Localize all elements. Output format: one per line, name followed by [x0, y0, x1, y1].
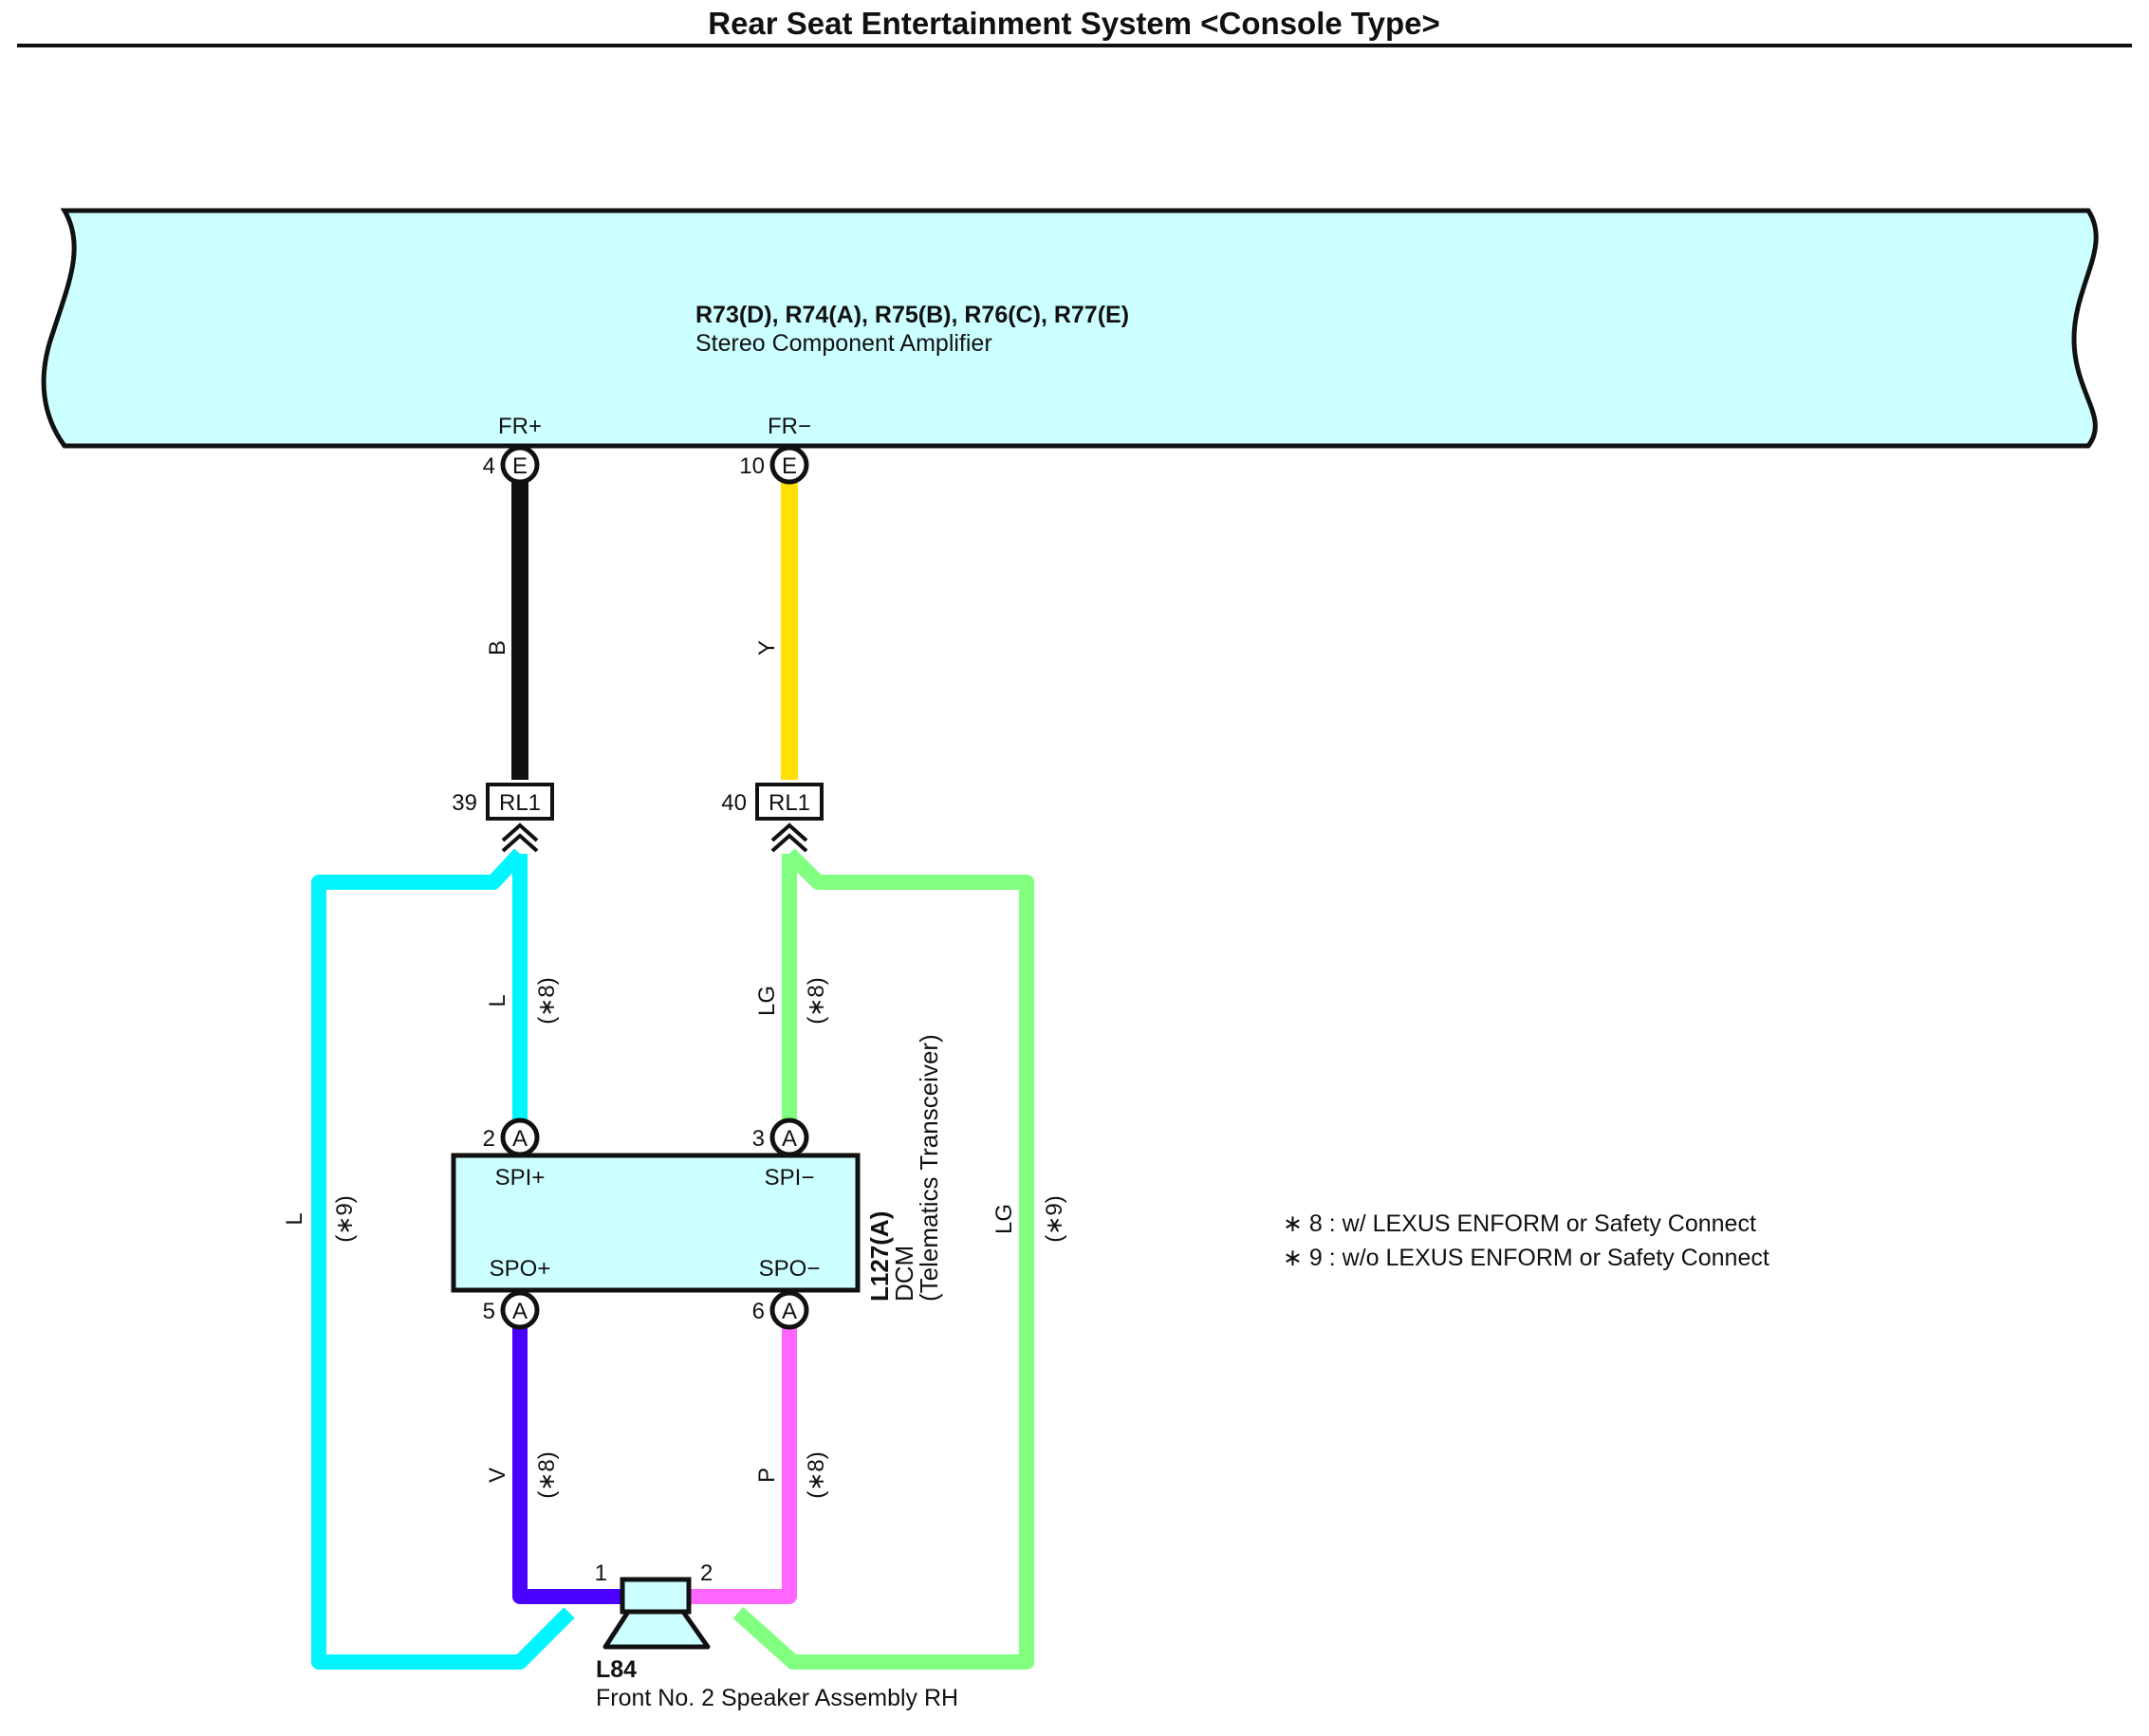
dcm-pin-label-spo-minus: SPO− [759, 1256, 821, 1282]
svg-text:E: E [512, 453, 528, 479]
svg-text:4: 4 [483, 453, 495, 479]
svg-text:L: L [282, 1212, 307, 1225]
wire-label-v: V [485, 1468, 510, 1483]
wire-label-l-dcm: L [485, 994, 510, 1007]
amp-pin-4e: E 4 [483, 445, 540, 485]
junction-connector-39: RL1 39 [452, 783, 554, 853]
wire-note-p: (∗8) [804, 1451, 829, 1498]
note-9: ∗ 9 : w/o LEXUS ENFORM or Safety Connect [1283, 1245, 1769, 1271]
svg-text:(∗9): (∗9) [1042, 1195, 1067, 1242]
amp-pin-10e: E 10 [739, 445, 809, 485]
svg-text:Y: Y [754, 640, 780, 656]
wire-lg-outer [732, 848, 1034, 1670]
wire-label-l-outer: L [282, 1212, 307, 1225]
wire-note-l-outer: (∗9) [332, 1195, 358, 1242]
wire-label-lg-dcm: LG [754, 986, 780, 1016]
speaker-id: L84 [596, 1656, 637, 1683]
svg-text:A: A [512, 1299, 528, 1324]
svg-text:L: L [485, 994, 510, 1007]
wire-note-l-dcm: (∗8) [534, 977, 560, 1024]
dcm-pin-3a: A 3 [752, 1117, 809, 1157]
page-title: Rear Seat Entertainment System <Console … [708, 6, 1440, 41]
dcm-pin-5a: A 5 [483, 1290, 540, 1330]
amplifier-connectors: R73(D), R74(A), R75(B), R76(C), R77(E) [695, 302, 1129, 328]
svg-text:(∗9): (∗9) [332, 1195, 358, 1242]
svg-text:V: V [485, 1468, 510, 1483]
dcm-label-group: L127(A) DCM (Telematics Transceiver) [865, 1034, 943, 1302]
svg-text:P: P [754, 1468, 780, 1483]
dcm-pin-label-spo-plus: SPO+ [490, 1256, 551, 1282]
dcm-block [451, 1153, 861, 1293]
wire-v [512, 1324, 628, 1604]
svg-text:B: B [485, 640, 510, 656]
svg-text:(∗8): (∗8) [804, 977, 829, 1024]
speaker-pin-1: 1 [595, 1561, 607, 1586]
dcm-pin-label-spi-plus: SPI+ [495, 1165, 546, 1191]
speaker-pin-2: 2 [700, 1561, 713, 1586]
svg-text:6: 6 [752, 1299, 765, 1324]
amplifier-name: Stereo Component Amplifier [695, 330, 992, 357]
svg-text:3: 3 [752, 1126, 765, 1152]
wire-note-lg-outer: (∗9) [1042, 1195, 1067, 1242]
dcm-id: L127(A) [865, 1211, 894, 1302]
note-8: ∗ 8 : w/ LEXUS ENFORM or Safety Connect [1283, 1210, 1756, 1237]
dcm-pin-label-spi-minus: SPI− [765, 1165, 815, 1191]
svg-text:(∗8): (∗8) [534, 977, 560, 1024]
wire-label-lg-outer: LG [991, 1204, 1017, 1234]
dcm-pin-6a: A 6 [752, 1290, 809, 1330]
svg-text:2: 2 [483, 1126, 495, 1152]
dcm-name: DCM [890, 1246, 918, 1302]
dcm-subtitle: (Telematics Transceiver) [915, 1034, 943, 1302]
wire-note-lg-dcm: (∗8) [804, 977, 829, 1024]
speaker-icon [602, 1577, 711, 1650]
amp-pin-label-fr-minus: FR− [768, 414, 811, 439]
svg-text:E: E [782, 453, 797, 479]
svg-text:40: 40 [721, 790, 747, 816]
amp-pin-label-fr-plus: FR+ [498, 414, 542, 439]
svg-text:A: A [782, 1126, 797, 1152]
svg-text:(∗8): (∗8) [534, 1451, 560, 1498]
wire-l-outer [311, 848, 575, 1670]
svg-text:RL1: RL1 [499, 790, 541, 816]
speaker-name: Front No. 2 Speaker Assembly RH [596, 1685, 958, 1711]
wire-label-b: B [485, 640, 510, 656]
svg-text:5: 5 [483, 1299, 495, 1324]
wire-p [685, 1324, 797, 1604]
wire-label-p: P [754, 1468, 780, 1483]
svg-text:LG: LG [991, 1204, 1017, 1234]
amplifier-block [41, 208, 2099, 449]
wire-note-v: (∗8) [534, 1451, 560, 1498]
svg-text:A: A [782, 1299, 797, 1324]
svg-text:LG: LG [754, 986, 780, 1016]
svg-text:A: A [512, 1126, 528, 1152]
svg-text:RL1: RL1 [769, 790, 810, 816]
svg-text:39: 39 [452, 790, 477, 816]
junction-connector-40: RL1 40 [721, 783, 824, 853]
svg-text:(∗8): (∗8) [804, 1451, 829, 1498]
dcm-pin-2a: A 2 [483, 1117, 540, 1157]
svg-text:10: 10 [739, 453, 765, 479]
wire-label-y: Y [754, 640, 780, 656]
